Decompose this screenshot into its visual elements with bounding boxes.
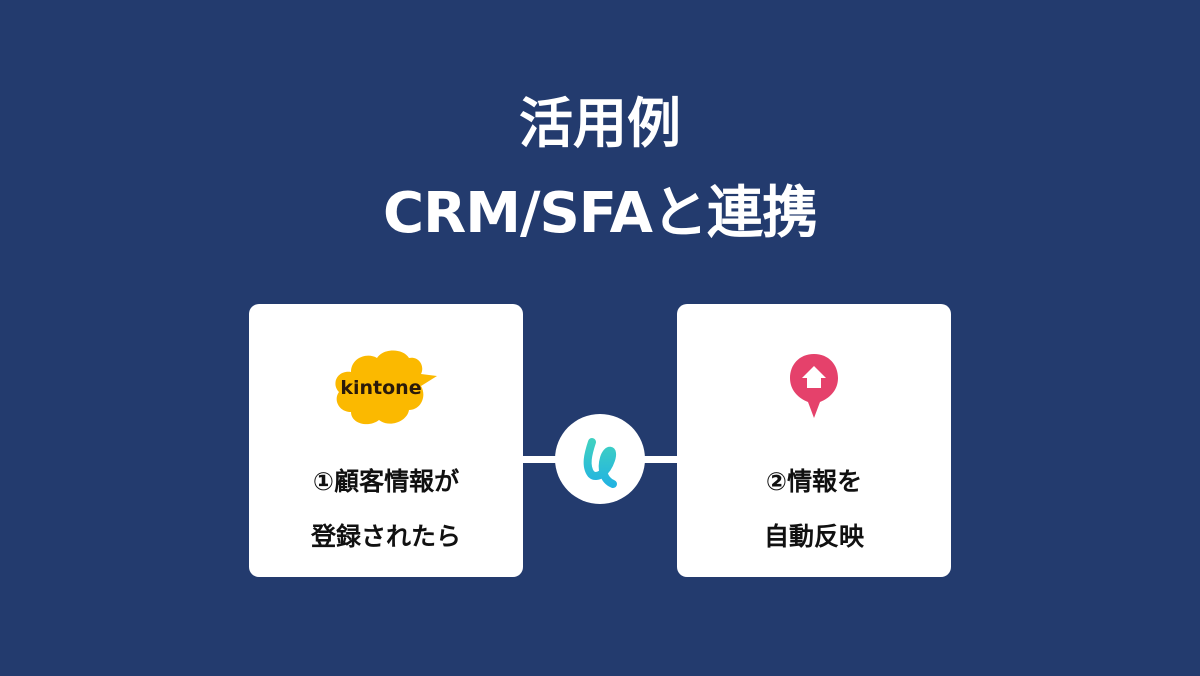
source-card-label: ①顧客情報が 登録されたら: [249, 454, 523, 564]
target-card-crm: ②情報を 自動反映: [677, 304, 951, 577]
page-subtitle: CRM/SFAと連携: [383, 181, 818, 246]
connector-line-left: [522, 456, 562, 463]
yoom-hub: [555, 414, 645, 504]
target-card-line2: 自動反映: [763, 522, 864, 551]
source-card-line1: ①顧客情報が: [312, 467, 460, 496]
svg-text:kintone: kintone: [340, 377, 421, 399]
target-card-line1: ②情報を: [765, 467, 863, 496]
page-title: 活用例: [519, 92, 681, 155]
yoom-logo-icon: [583, 438, 617, 488]
source-card-kintone: kintone ①顧客情報が 登録されたら: [249, 304, 523, 577]
kintone-logo-icon: kintone: [329, 346, 441, 430]
connector-line-right: [638, 456, 678, 463]
source-card-line2: 登録されたら: [310, 522, 461, 551]
home-pin-icon: [784, 350, 844, 426]
target-card-label: ②情報を 自動反映: [677, 454, 951, 564]
